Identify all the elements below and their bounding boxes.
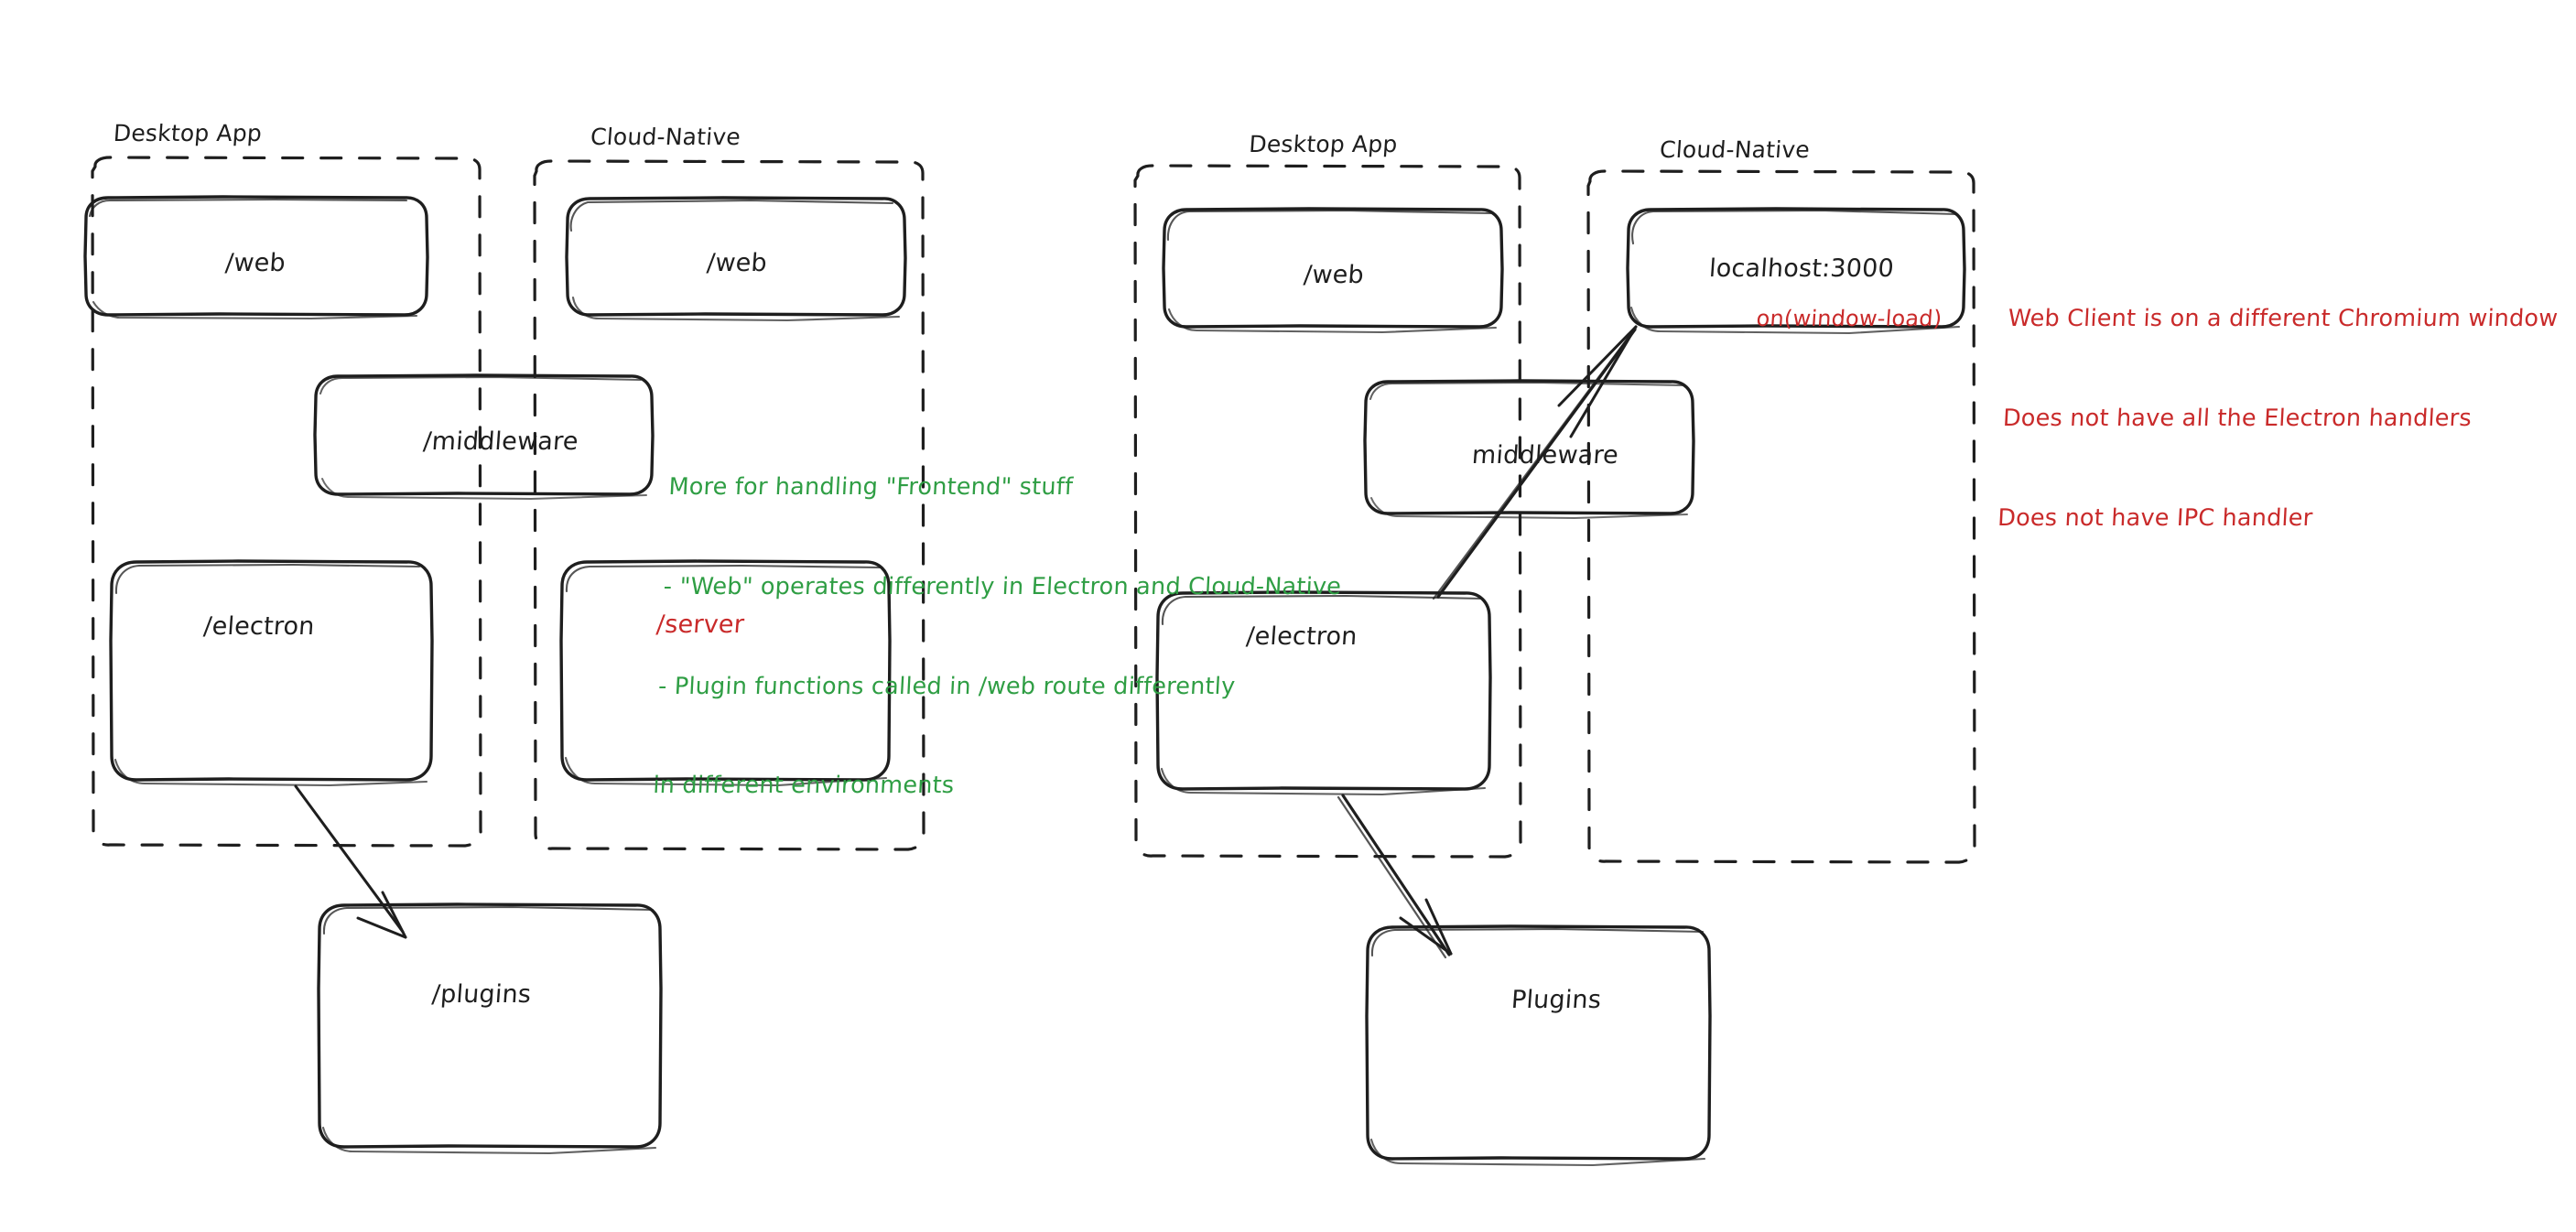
group-label-right-desktop-app: Desktop App <box>1248 131 1399 157</box>
arrow-right-electron-to-localhost-shaft2 <box>1432 330 1634 600</box>
node-label-left-plugins: /plugins <box>430 980 533 1009</box>
arrow-left-electron-to-plugins-head2 <box>381 891 407 939</box>
node-left-middleware[interactable] <box>313 373 655 496</box>
arrow-left-electron-to-plugins-head1 <box>356 916 407 939</box>
arrow-left-electron-to-plugins-shaft[interactable] <box>294 784 405 934</box>
node-left-electron-sketch2 <box>114 563 421 595</box>
node-right-plugins-sketch3 <box>1369 1138 1706 1167</box>
node-right-localhost[interactable] <box>1626 207 1966 329</box>
group-label-left-cloud-native: Cloud-Native <box>590 124 741 150</box>
group-frame-right-cloud-native[interactable] <box>1586 169 1976 864</box>
node-left-desktop-web[interactable] <box>83 195 429 317</box>
node-label-left-desktop-web: /web <box>224 249 287 277</box>
node-left-cloud-web-sketch3 <box>571 296 901 322</box>
node-right-electron-sketch3 <box>1160 767 1487 796</box>
node-left-desktop-web-sketch2 <box>88 198 408 218</box>
node-right-plugins[interactable] <box>1365 924 1712 1161</box>
annotation-red-line-2: Does not have all the Electron handlers <box>2002 405 2473 433</box>
node-label-right-desktop-web: /web <box>1303 261 1365 289</box>
arrow-right-electron-to-plugins-shaft2 <box>1337 795 1447 959</box>
node-right-desktop-web-sketch2 <box>1166 209 1494 242</box>
annotation-green-line-3: - Plugin functions called in /web route … <box>657 672 1237 700</box>
node-right-middleware[interactable] <box>1363 379 1695 515</box>
node-left-server[interactable] <box>559 559 892 782</box>
node-label-right-middleware: middleware <box>1470 441 1620 470</box>
node-left-plugins[interactable] <box>317 902 663 1149</box>
node-left-desktop-web-sketch3 <box>92 300 418 320</box>
annotation-red-line-3: Does not have IPC handler <box>1997 503 2314 532</box>
node-left-electron[interactable] <box>109 559 434 782</box>
annotation-red-line-1: Web Client is on a different Chromium wi… <box>2007 305 2560 333</box>
node-label-right-plugins: Plugins <box>1510 986 1603 1014</box>
annotation-green-line-4: in different environments <box>652 772 956 800</box>
annotation-green-line-2: - "Web" operates differently in Electron… <box>663 573 1342 601</box>
group-frame-left-cloud-native[interactable] <box>533 159 925 851</box>
arrow-right-electron-to-plugins-head2 <box>1424 898 1453 956</box>
node-sublabel-right-localhost-onwindowload: on(window-load) <box>1755 306 1943 331</box>
group-frame-left-desktop-app[interactable] <box>91 156 482 848</box>
node-left-middleware-sketch2 <box>319 376 642 394</box>
node-right-middleware-sketch3 <box>1370 497 1688 519</box>
group-frame-right-desktop-app[interactable] <box>1133 164 1522 859</box>
node-right-localhost-sketch2 <box>1631 209 1959 245</box>
group-label-left-desktop-app: Desktop App <box>112 120 264 146</box>
node-label-left-cloud-web: /web <box>706 249 768 277</box>
arrow-right-electron-to-plugins-shaft[interactable] <box>1341 794 1451 956</box>
node-left-server-sketch3 <box>564 756 888 787</box>
node-right-desktop-web[interactable] <box>1162 207 1504 329</box>
arrow-right-electron-to-plugins-head1 <box>1399 916 1453 956</box>
node-left-electron-sketch3 <box>114 758 428 787</box>
node-label-left-middleware: /middleware <box>422 427 579 456</box>
annotation-red-note: Web Client is on a different Chromium wi… <box>1994 236 2576 600</box>
node-left-server-sketch2 <box>565 564 882 593</box>
node-right-electron[interactable] <box>1155 590 1492 791</box>
node-right-desktop-web-sketch3 <box>1167 308 1498 334</box>
node-left-plugins-sketch2 <box>322 905 655 935</box>
node-right-electron-sketch2 <box>1161 594 1484 626</box>
arrow-right-electron-to-localhost-head1 <box>1557 325 1638 407</box>
node-left-cloud-web[interactable] <box>565 196 907 317</box>
node-label-left-electron: /electron <box>202 612 316 641</box>
node-label-right-electron: /electron <box>1245 622 1358 651</box>
node-label-right-localhost: localhost:3000 <box>1708 254 1895 283</box>
node-right-plugins-sketch2 <box>1370 927 1705 957</box>
node-right-middleware-sketch2 <box>1369 382 1685 400</box>
node-right-localhost-sketch3 <box>1629 306 1961 335</box>
node-left-middleware-sketch3 <box>321 478 647 500</box>
node-left-cloud-web-sketch2 <box>569 199 894 232</box>
annotation-green-line-1: More for handling "Frontend" stuff <box>667 473 1074 502</box>
arrow-right-electron-to-localhost-head2 <box>1569 325 1638 438</box>
group-label-right-cloud-native: Cloud-Native <box>1659 136 1811 163</box>
node-left-plugins-sketch3 <box>321 1126 657 1155</box>
